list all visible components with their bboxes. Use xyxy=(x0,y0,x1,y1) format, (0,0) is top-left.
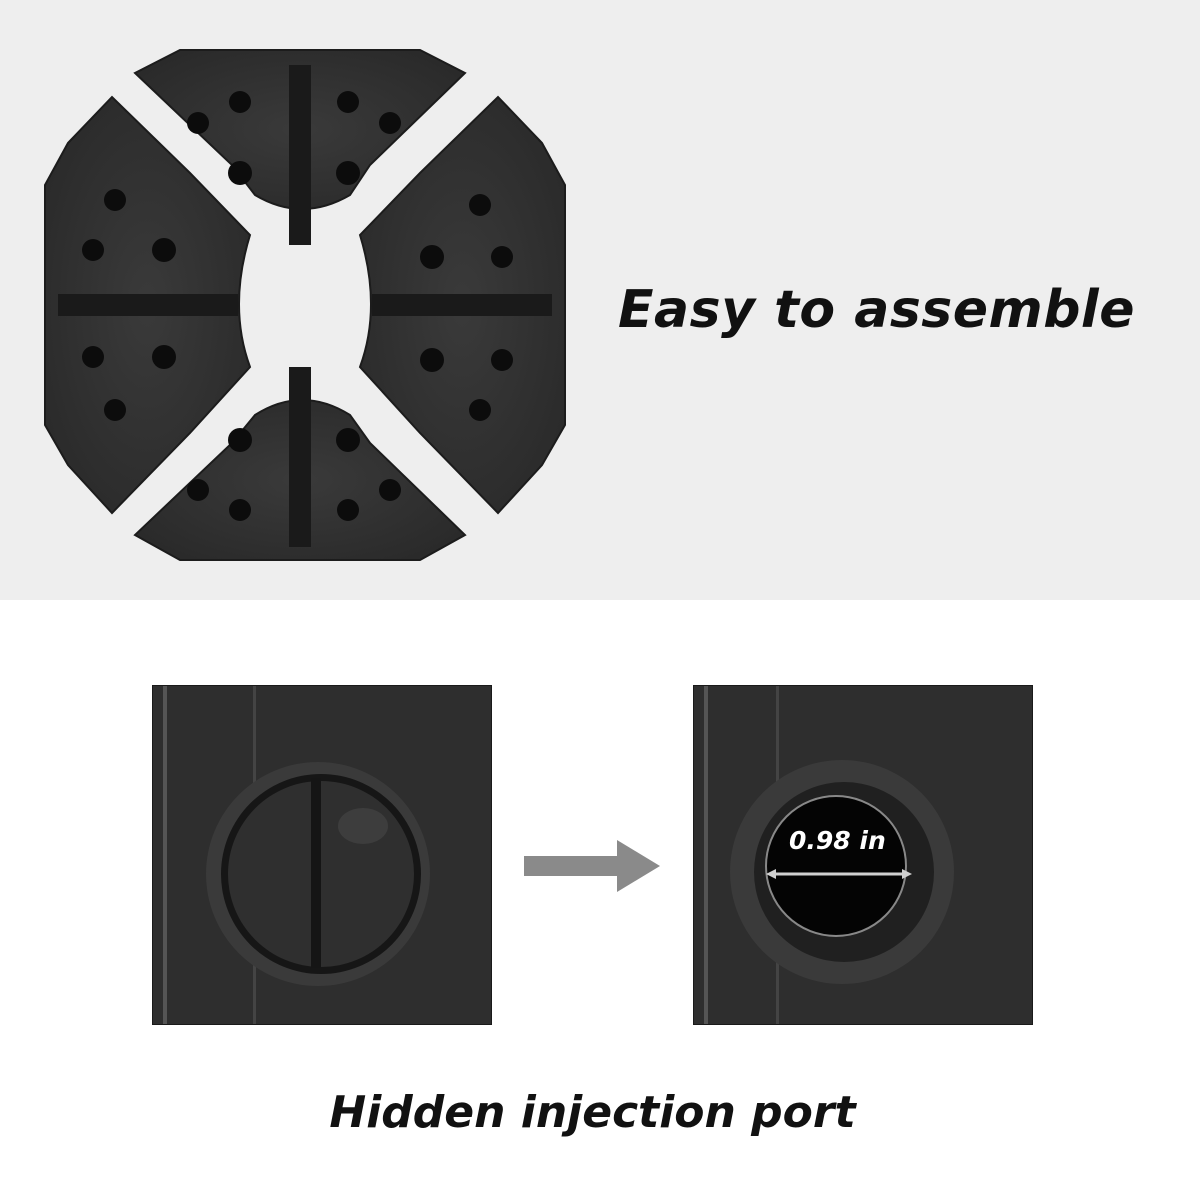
top-panel: Easy to assemble xyxy=(0,0,1200,600)
port-open-photo: 0.98 in xyxy=(693,685,1033,1025)
umbrella-base-image xyxy=(40,45,570,565)
measurement-label: 0.98 in xyxy=(789,826,886,855)
port-closed-photo xyxy=(152,685,492,1025)
arrow-right-icon xyxy=(524,840,660,892)
caption: Hidden injection port xyxy=(329,1087,856,1138)
headline: Easy to assemble xyxy=(618,280,1136,340)
